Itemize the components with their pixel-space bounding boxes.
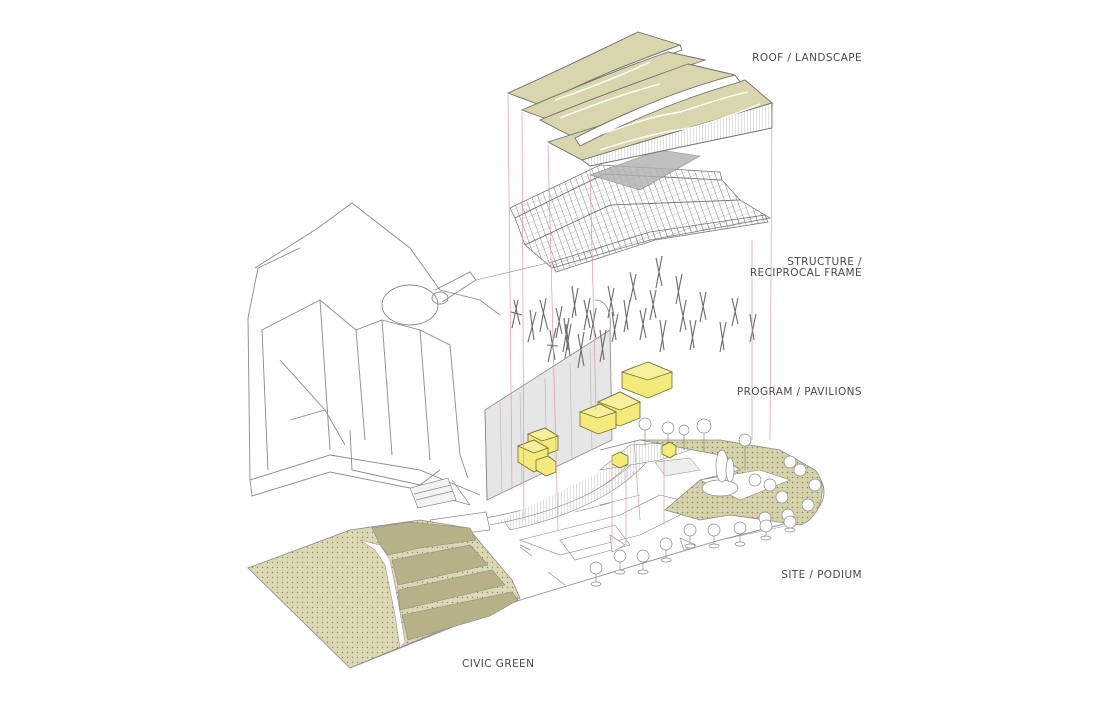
label-structure: STRUCTURE / RECIPROCAL FRAME: [750, 257, 862, 279]
structural-columns: [510, 255, 757, 369]
existing-building: [247, 202, 501, 506]
label-program-pavilions: PROGRAM / PAVILIONS: [736, 386, 862, 398]
civic-green: [247, 519, 521, 669]
roof-landscape: [506, 31, 773, 167]
label-roof-landscape: ROOF / LANDSCAPE: [752, 52, 862, 64]
projection-guides: [507, 94, 773, 545]
label-structure-line1: STRUCTURE /: [787, 256, 862, 268]
label-site-podium: SITE / PODIUM: [781, 569, 862, 581]
leader-lines: [475, 261, 553, 281]
pavilions: [516, 361, 677, 477]
fountain-sculpture: [701, 449, 739, 497]
label-civic-green: CIVIC GREEN: [462, 658, 535, 670]
curved-facade-wall: [484, 299, 613, 501]
entry-steps: [409, 477, 471, 509]
reciprocal-frame: [509, 149, 772, 273]
trees: [589, 417, 822, 587]
label-structure-line2: RECIPROCAL FRAME: [749, 267, 862, 279]
